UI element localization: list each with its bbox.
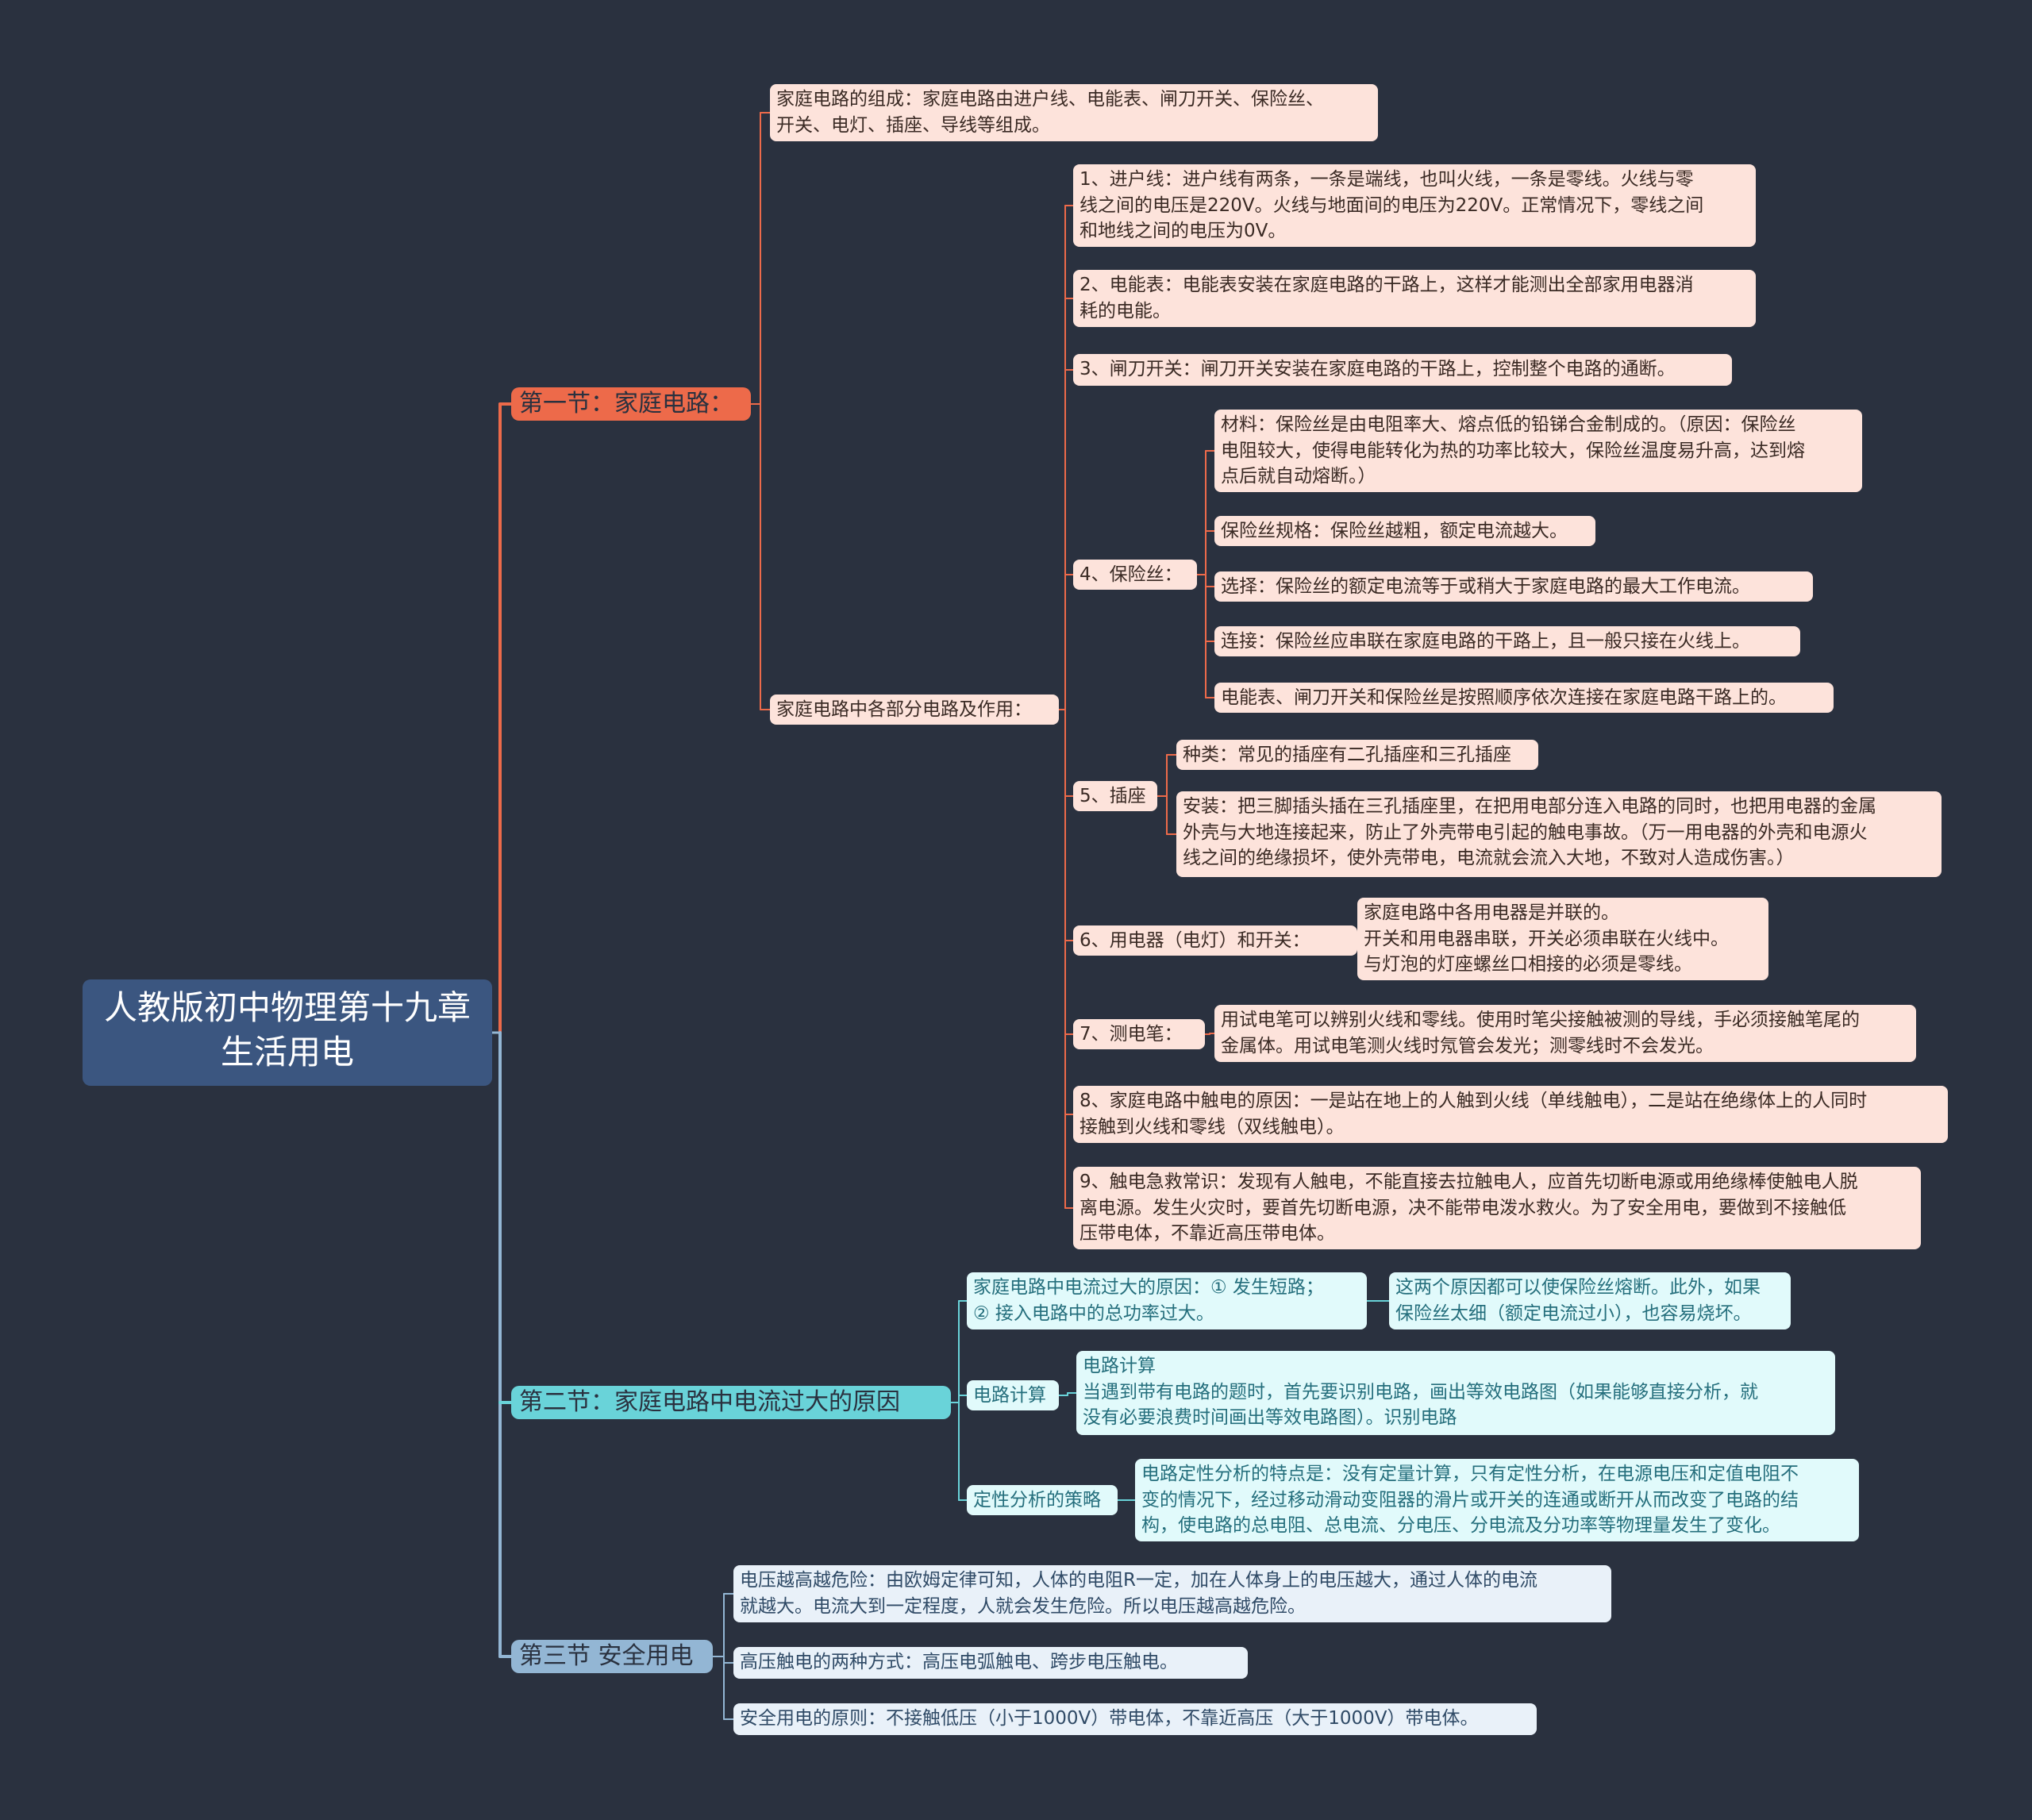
test-pen-node[interactable]: 7、测电笔： [1073,1019,1205,1049]
fuse-material-node[interactable]: 材料：保险丝是由电阻率大、熔点低的铅锑合金制成的。（原因：保险丝 电阻较大，使得… [1214,410,1862,492]
circuit-calc-note-node[interactable]: 电路计算 当遇到带有电路的题时，首先要识别电路，画出等效电路图（如果能够直接分析… [1076,1351,1835,1435]
overcurrent-note-node[interactable]: 这两个原因都可以使保险丝熔断。此外，如果 保险丝太细（额定电流过小），也容易烧坏… [1389,1272,1791,1329]
appliance-switch-node[interactable]: 6、用电器（电灯）和开关： [1073,925,1357,956]
socket-type-node[interactable]: 种类：常见的插座有二孔插座和三孔插座 [1176,740,1538,770]
first-aid-node[interactable]: 9、触电急救常识：发现有人触电，不能直接去拉触电人，应首先切断电源或用绝缘棒使触… [1073,1167,1921,1249]
qualitative-note-node[interactable]: 电路定性分析的特点是：没有定量计算，只有定性分析，在电源电压和定值电阻不 变的情… [1135,1459,1859,1541]
knife-switch-node[interactable]: 3、闸刀开关：闸刀开关安装在家庭电路的干路上，控制整个电路的通断。 [1073,354,1732,386]
section-2-topic[interactable]: 第二节：家庭电路中电流过大的原因 [511,1386,951,1419]
circuit-calc-node[interactable]: 电路计算 [967,1380,1059,1410]
shock-cause-node[interactable]: 8、家庭电路中触电的原因：一是站在地上的人触到火线（单线触电），二是站在绝缘体上… [1073,1086,1948,1143]
socket-install-node[interactable]: 安装：把三脚插头插在三孔插座里，在把用电部分连入电路的同时，也把用电器的金属 外… [1176,791,1942,877]
section-1-topic[interactable]: 第一节：家庭电路： [511,387,751,421]
section-3-topic[interactable]: 第三节 安全用电 [511,1640,713,1673]
meter-node[interactable]: 2、电能表：电能表安装在家庭电路的干路上，这样才能测出全部家用电器消 耗的电能。 [1073,270,1756,327]
service-wire-node[interactable]: 1、进户线：进户线有两条，一条是端线，也叫火线，一条是零线。火线与零 线之间的电… [1073,164,1756,247]
fuse-node[interactable]: 4、保险丝： [1073,560,1197,590]
overcurrent-cause-node[interactable]: 家庭电路中电流过大的原因：① 发生短路； ② 接入电路中的总功率过大。 [967,1272,1367,1329]
fuse-connect-node[interactable]: 连接：保险丝应串联在家庭电路的干路上，且一般只接在火线上。 [1214,626,1800,656]
parts-node[interactable]: 家庭电路中各部分电路及作用： [770,695,1059,725]
test-pen-usage-node[interactable]: 用试电笔可以辨别火线和零线。使用时笔尖接触被测的导线，手必须接触笔尾的 金属体。… [1214,1005,1916,1062]
qualitative-node[interactable]: 定性分析的策略 [967,1485,1118,1515]
fuse-order-node[interactable]: 电能表、闸刀开关和保险丝是按照顺序依次连接在家庭电路干路上的。 [1214,683,1834,713]
socket-node[interactable]: 5、插座 [1073,781,1157,811]
high-voltage-danger-node[interactable]: 电压越高越危险：由欧姆定律可知，人体的电阻R一定，加在人体身上的电压越大，通过人… [733,1565,1611,1622]
appliance-rules-node[interactable]: 家庭电路中各用电器是并联的。 开关和用电器串联，开关必须串联在火线中。 与灯泡的… [1357,898,1768,980]
fuse-choice-node[interactable]: 选择：保险丝的额定电流等于或稍大于家庭电路的最大工作电流。 [1214,571,1813,602]
safety-principle-node[interactable]: 安全用电的原则：不接触低压（小于1000V）带电体，不靠近高压（大于1000V）… [733,1703,1537,1735]
high-voltage-shock-node[interactable]: 高压触电的两种方式：高压电弧触电、跨步电压触电。 [733,1647,1248,1679]
composition-node[interactable]: 家庭电路的组成：家庭电路由进户线、电能表、闸刀开关、保险丝、 开关、电灯、插座、… [770,84,1378,141]
root-topic[interactable]: 人教版初中物理第十九章 生活用电 [83,979,492,1086]
fuse-spec-node[interactable]: 保险丝规格：保险丝越粗，额定电流越大。 [1214,516,1595,546]
